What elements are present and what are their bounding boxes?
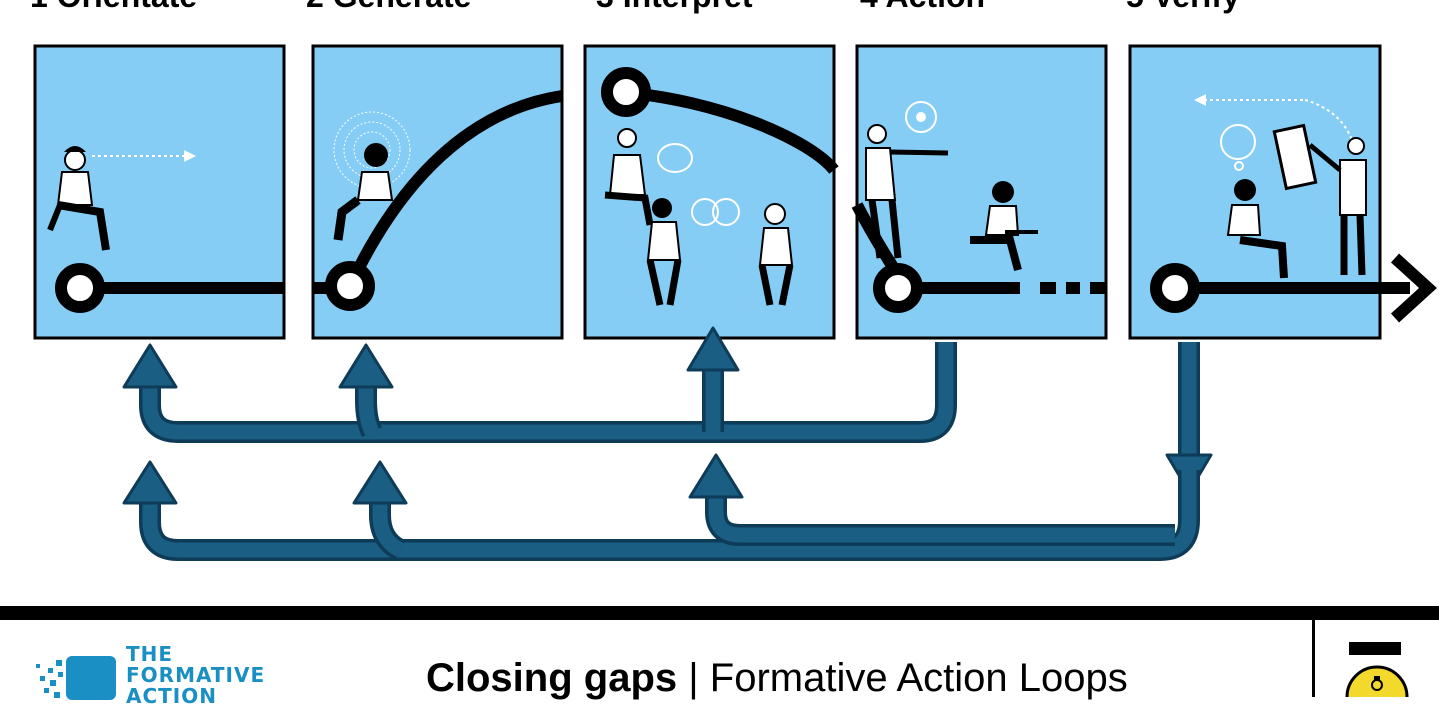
footer-divider — [1312, 620, 1315, 697]
stage-5-marker — [1150, 263, 1200, 313]
gears-icon — [916, 112, 926, 122]
footer-title-rest: Formative Action Loops — [709, 656, 1128, 700]
stage-4-marker — [873, 263, 923, 313]
stage-1-figure — [47, 146, 196, 251]
stage-3-title: 3 Interpret — [596, 0, 752, 15]
feedback-loops — [122, 326, 1213, 561]
action-feedback-loop — [122, 326, 957, 443]
stage-markers — [55, 67, 1200, 313]
stage-3-marker — [601, 67, 651, 117]
verify-feedback-loop — [122, 342, 1213, 561]
stage-4-title: 4 Action — [860, 0, 985, 15]
lightbulb-icon — [1345, 642, 1409, 697]
logo-line-2: FORMATIVE — [126, 663, 266, 687]
footer-title-separator: | — [677, 656, 710, 700]
loop-arrowhead — [122, 460, 178, 505]
stage-2-marker — [325, 261, 375, 311]
stage-2-title: 2 Generate — [306, 0, 471, 15]
loop-arrowhead — [688, 453, 744, 499]
logo-line-1: THE — [126, 642, 174, 666]
loop-arrowhead — [338, 343, 394, 389]
loop-arrowhead — [122, 343, 178, 389]
stage-1-marker — [55, 263, 105, 313]
footer-title-bold: Closing gaps — [426, 656, 678, 700]
footer-rule — [0, 606, 1439, 620]
stage-5-figures — [1194, 94, 1367, 279]
stage-1-title: 1 Orientate — [30, 0, 197, 15]
stage-4-figures — [865, 101, 1038, 272]
stage-3-figures — [604, 128, 794, 306]
footer-title: Closing gaps | Formative Action Loops — [426, 656, 1128, 701]
stage-5-title: 5 Verify — [1126, 0, 1240, 15]
loop-arrowhead — [686, 326, 740, 372]
loop-arrowhead — [352, 460, 408, 505]
trajectory-path — [80, 86, 1437, 323]
formative-action-logo-icon — [36, 656, 116, 700]
formative-action-loop-diagram — [33, 44, 1437, 561]
stage-2-figure — [333, 111, 411, 241]
logo-wordmark: THE FORMATIVE ACTION — [126, 644, 265, 707]
